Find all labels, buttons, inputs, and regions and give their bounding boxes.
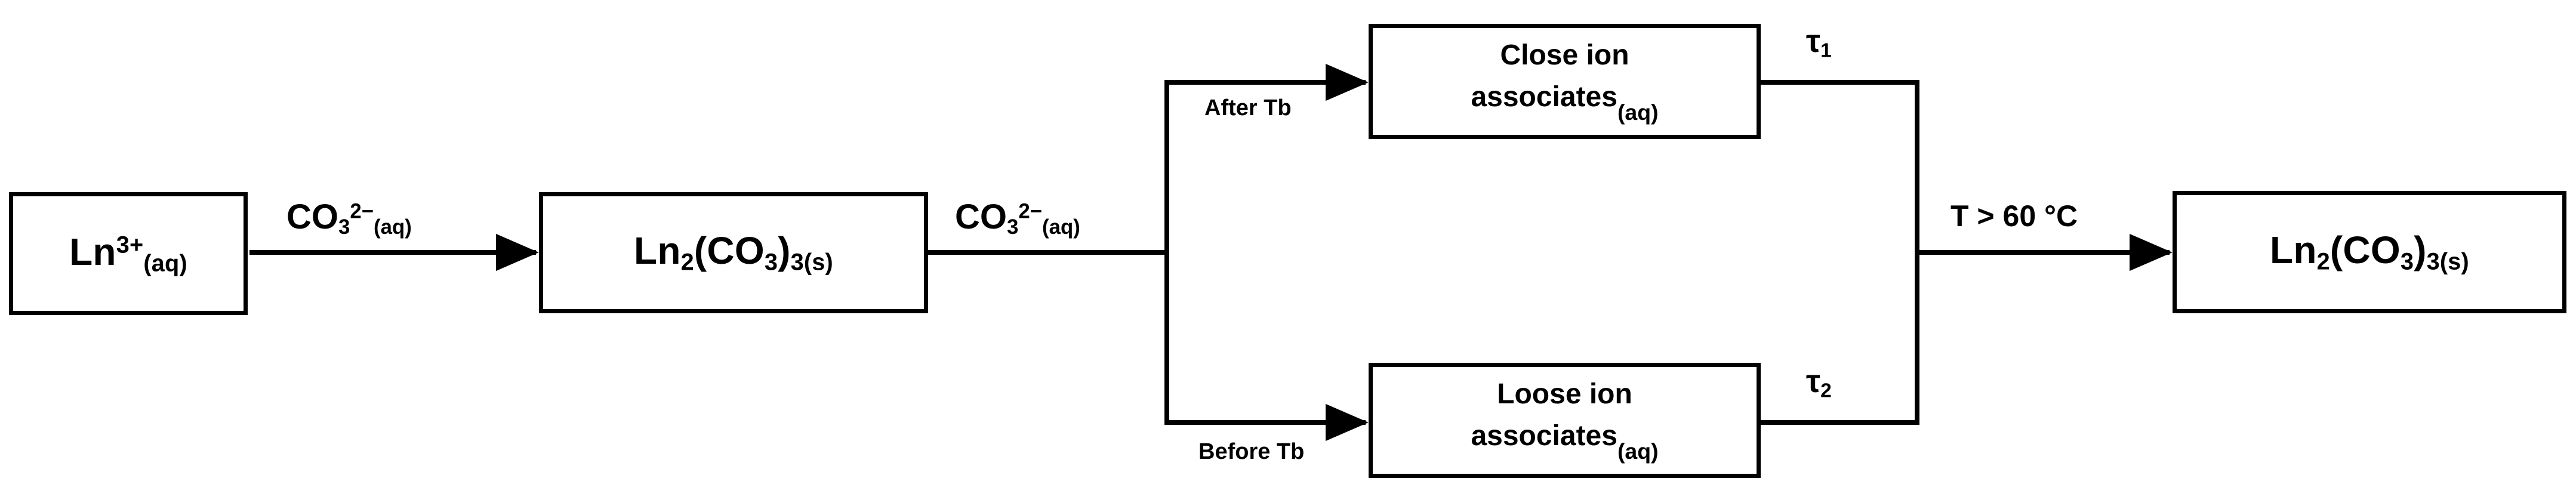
- edge-label-before-tb: Before Tb: [1198, 439, 1305, 464]
- edge-label-tau-1: τ1: [1806, 23, 1832, 62]
- node-reactant-ln3-aq: Ln3+(aq): [9, 192, 248, 315]
- edge-label-after-tb: After Tb: [1204, 95, 1292, 121]
- edge-label-carbonate-first: CO32−(aq): [286, 198, 412, 239]
- node-product-carbonate: Ln2(CO3)3(s): [2173, 191, 2566, 313]
- intermediate-carbonate-formula: Ln2(CO3)3(s): [634, 229, 833, 276]
- reactant-formula: Ln3+(aq): [69, 230, 187, 277]
- node-intermediate-carbonate: Ln2(CO3)3(s): [539, 192, 928, 313]
- product-carbonate-formula: Ln2(CO3)3(s): [2270, 229, 2469, 275]
- edge-label-temperature: T > 60 °C: [1951, 199, 2078, 233]
- edge-label-tau-2: τ2: [1806, 363, 1832, 402]
- edge-label-carbonate-second: CO32−(aq): [955, 198, 1080, 239]
